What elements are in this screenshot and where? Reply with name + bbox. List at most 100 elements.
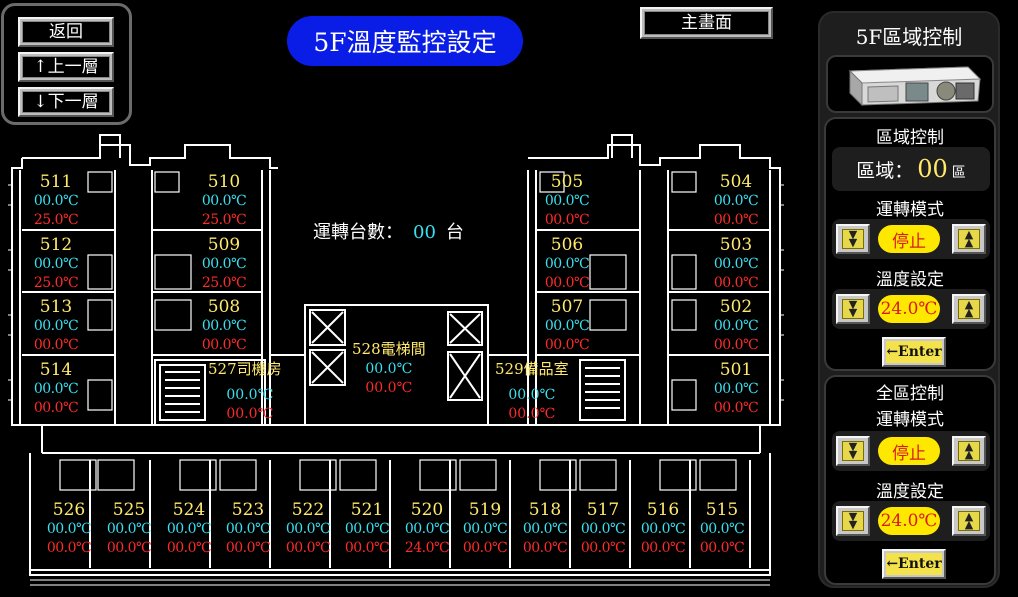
room-current-temp: 00.0℃ (462, 521, 508, 537)
room-528-elevator-hall[interactable]: 528電梯間 00.0℃ 00.0℃ (352, 340, 426, 398)
room-current-temp: 00.0℃ (640, 521, 686, 537)
room-set-temp: 25.0℃ (33, 275, 79, 291)
page-title: 5F溫度監控設定 (287, 16, 523, 66)
zone-mode-up-button[interactable]: ▲▲ (952, 224, 986, 254)
all-enter-button[interactable]: ←Enter (882, 549, 946, 579)
room-number: 514 (39, 360, 73, 380)
room-number: 513 (39, 297, 73, 317)
all-mode-up-button[interactable]: ▲▲ (952, 436, 986, 466)
room-number: 507 (550, 297, 584, 317)
double-up-arrow-icon: ▲▲ (958, 441, 980, 461)
room-current-temp: 00.0℃ (33, 193, 79, 209)
all-zone-heading: 全區控制 (876, 384, 944, 404)
room-current-temp: 00.0℃ (713, 381, 759, 397)
room-current-temp: 00.0℃ (201, 318, 247, 334)
room-number: 508 (207, 297, 241, 317)
room-set-temp: 24.0℃ (404, 540, 450, 556)
main-screen-button-label: 主畫面 (644, 11, 769, 35)
zone-mode-down-button[interactable]: ▼▼ (836, 224, 870, 254)
room-number: 510 (207, 172, 241, 192)
room-number: 516 (646, 500, 680, 520)
room-current-temp: 00.0℃ (699, 521, 745, 537)
back-button[interactable]: 返回 (18, 17, 114, 47)
room-current-temp: 00.0℃ (713, 193, 759, 209)
floor-down-button-label: ↓下一層 (22, 91, 110, 113)
room-set-temp: 00.0℃ (713, 275, 759, 291)
room-current-temp: 00.0℃ (106, 521, 152, 537)
room-number: 523 (231, 500, 265, 520)
room-set-temp: 00.0℃ (699, 540, 745, 556)
double-up-arrow-icon: ▲▲ (958, 229, 980, 249)
zone-temp-row: ▼▼ 24.0℃ ▲▲ (832, 289, 990, 329)
room-number: 522 (291, 500, 325, 520)
floor-up-button[interactable]: ↑上一層 (18, 52, 114, 82)
special-room-current-temp: 00.0℃ (226, 387, 274, 403)
room-529-storage-room[interactable]: 529備品室 00.0℃ 00.0℃ (495, 360, 569, 424)
special-room-label: 528電梯間 (352, 340, 426, 358)
special-room-label: 527司機房 (208, 360, 282, 378)
zone-enter-button[interactable]: ←Enter (882, 337, 946, 367)
room-number: 502 (719, 297, 753, 317)
special-room-current-temp: 00.0℃ (508, 387, 556, 403)
room-set-temp: 25.0℃ (201, 275, 247, 291)
zone-control-heading: 區域控制 (876, 128, 944, 148)
all-temp-value[interactable]: 24.0℃ (878, 507, 940, 535)
running-count-value: 00 (413, 222, 436, 243)
zone-control-section: 區域控制 區域： 00 區 運轉模式 ▼▼ 停止 ▲▲ 溫度設定 ▼▼ 24.0… (824, 117, 996, 371)
room-set-temp: 00.0℃ (225, 540, 271, 556)
zone-mode-value: 停止 (878, 225, 940, 253)
ac-unit-image-frame (826, 55, 994, 113)
double-down-arrow-icon: ▼▼ (842, 299, 864, 319)
room-set-temp: 00.0℃ (544, 212, 590, 228)
room-current-temp: 00.0℃ (285, 521, 331, 537)
main-screen-button[interactable]: 主畫面 (640, 7, 773, 39)
room-number: 517 (586, 500, 620, 520)
zone-temp-down-button[interactable]: ▼▼ (836, 294, 870, 324)
zone-unit: 區 (951, 165, 966, 181)
navigation-panel: 返回 ↑上一層 ↓下一層 (1, 3, 132, 125)
room-set-temp: 00.0℃ (344, 540, 390, 556)
room-set-temp: 00.0℃ (33, 337, 79, 353)
all-temp-up-button[interactable]: ▲▲ (952, 506, 986, 536)
room-number: 509 (207, 235, 241, 255)
all-mode-label: 運轉模式 (876, 410, 944, 430)
all-temp-down-button[interactable]: ▼▼ (836, 506, 870, 536)
room-current-temp: 00.0℃ (544, 318, 590, 334)
all-mode-row: ▼▼ 停止 ▲▲ (832, 431, 990, 471)
floor-down-button[interactable]: ↓下一層 (18, 87, 114, 117)
zone-temp-up-button[interactable]: ▲▲ (952, 294, 986, 324)
all-mode-down-button[interactable]: ▼▼ (836, 436, 870, 466)
room-number: 504 (719, 172, 753, 192)
zone-temp-value[interactable]: 24.0℃ (878, 295, 940, 323)
zone-selector[interactable]: 區域： 00 區 (832, 147, 990, 191)
room-527-driver-room[interactable]: 527司機房 00.0℃ 00.0℃ (208, 360, 282, 424)
special-room-set-temp: 00.0℃ (226, 406, 274, 422)
room-current-temp: 00.0℃ (544, 256, 590, 272)
